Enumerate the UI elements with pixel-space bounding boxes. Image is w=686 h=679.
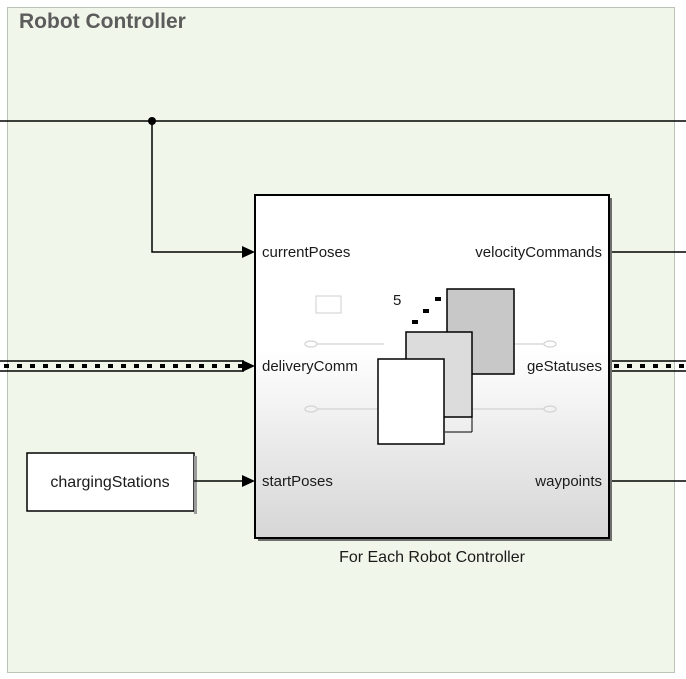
charging-stations-label: chargingStations <box>50 474 169 491</box>
arrow-delivery <box>242 360 255 372</box>
charging-stations-block-shadow <box>194 456 197 514</box>
bus-signal-statuses[interactable] <box>610 360 686 372</box>
inport-delivery-commands: deliveryComm <box>262 358 358 375</box>
subsystem-icon-ports <box>304 340 557 413</box>
inport-current-poses: currentPoses <box>262 244 350 261</box>
outport-statuses: geStatuses <box>527 358 602 375</box>
area-title: Robot Controller <box>19 10 186 33</box>
arrow-current-poses <box>242 246 255 258</box>
signal-line-current-poses[interactable] <box>151 121 244 253</box>
outport-waypoints: waypoints <box>534 473 602 490</box>
iteration-count: 5 <box>393 292 401 309</box>
stack-card-front <box>377 358 445 445</box>
inport-start-poses: startPoses <box>262 473 333 490</box>
charging-stations-block[interactable] <box>26 452 195 512</box>
arrow-start-poses <box>242 475 255 487</box>
subsystem-name: For Each Robot Controller <box>339 549 526 566</box>
iteration-dots <box>412 297 441 324</box>
outport-velocity-commands: velocityCommands <box>475 244 602 261</box>
bus-signal-delivery[interactable] <box>0 360 244 372</box>
subsystem-icon-small-rect <box>315 295 342 314</box>
